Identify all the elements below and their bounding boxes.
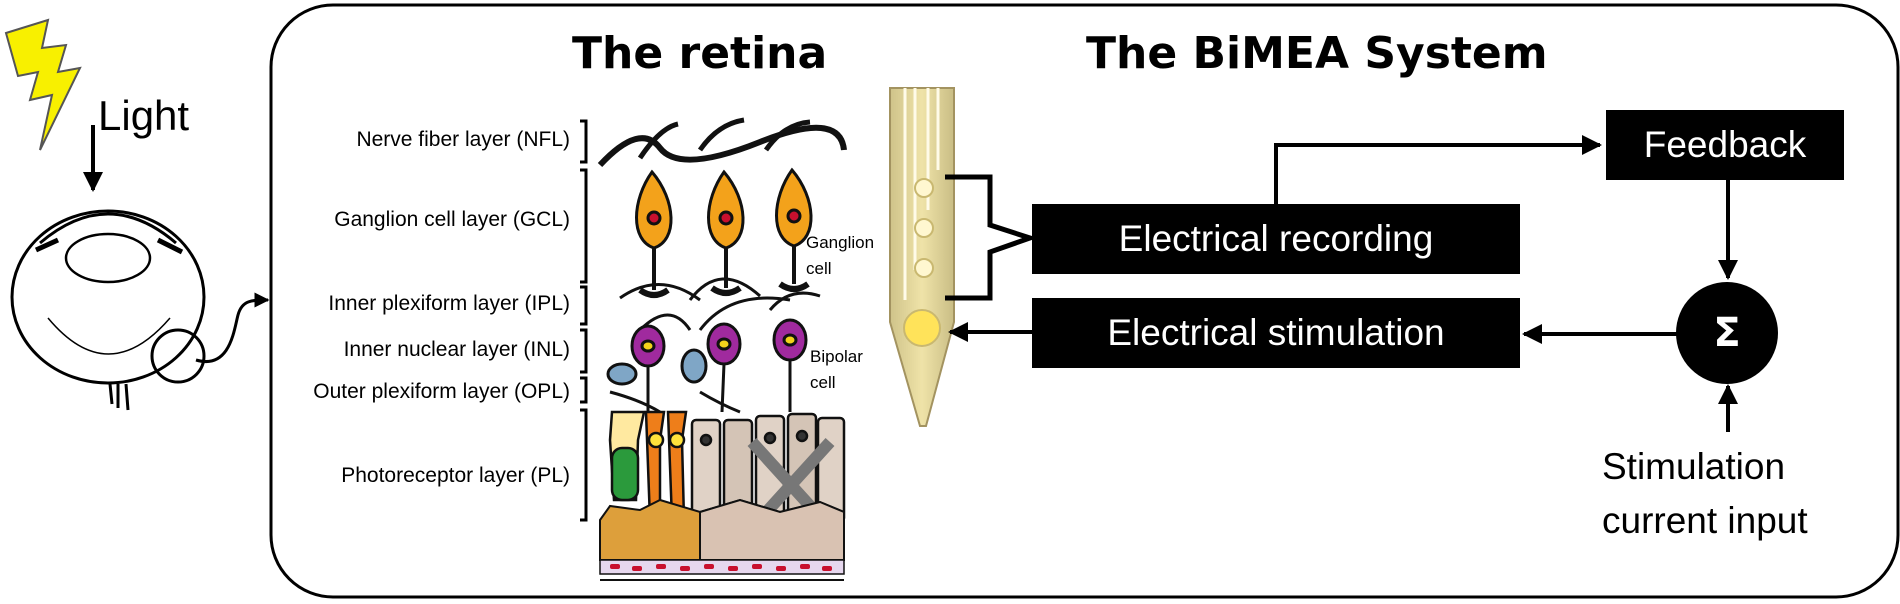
lightning-bolt-icon [4,18,82,151]
bipolar-label-line-1: Bipolar [810,347,863,366]
retina-title: The retina [572,28,828,79]
eye-icon [10,209,206,411]
arrow-to-feedback [1274,135,1602,206]
input-label-line-2: current input [1602,500,1808,541]
electrical-recording-block: Electrical recording [1032,204,1520,274]
stimulation-input-label: Stimulation current input [1602,440,1808,548]
ganglion-cells [635,167,813,298]
layer-label-gcl: Ganglion cell layer (GCL) [334,208,570,231]
ganglion-label-line-1: Ganglion [806,233,875,252]
summation-node: Σ [1676,282,1778,384]
layer-label-nfl: Nerve fiber layer (NFL) [356,128,570,151]
zoom-arrow [195,292,270,364]
layer-label-ipl: Inner plexiform layer (IPL) [328,292,570,315]
feedback-block: Feedback [1606,110,1844,180]
layer-label-pl: Photoreceptor layer (PL) [341,464,570,487]
layer-label-opl: Outer plexiform layer (OPL) [313,380,570,403]
retina-illustration [597,117,847,581]
main-frame [269,3,1900,599]
electrical-stimulation-block: Electrical stimulation [1032,298,1520,368]
bimea-probe-icon [889,87,955,427]
ganglion-label-line-2: cell [806,259,832,278]
ganglion-cell-label: Ganglion cell [806,230,874,282]
bimea-title: The BiMEA System [1086,28,1548,79]
recording-bracket [945,174,1038,301]
layer-brackets [580,119,588,522]
layer-label-inl: Inner nuclear layer (INL) [343,338,570,361]
bipolar-cells [606,318,808,414]
input-label-line-1: Stimulation [1602,446,1786,487]
bipolar-cell-label: Bipolar cell [810,344,863,396]
light-label: Light [98,92,190,139]
bipolar-label-line-2: cell [810,373,836,392]
